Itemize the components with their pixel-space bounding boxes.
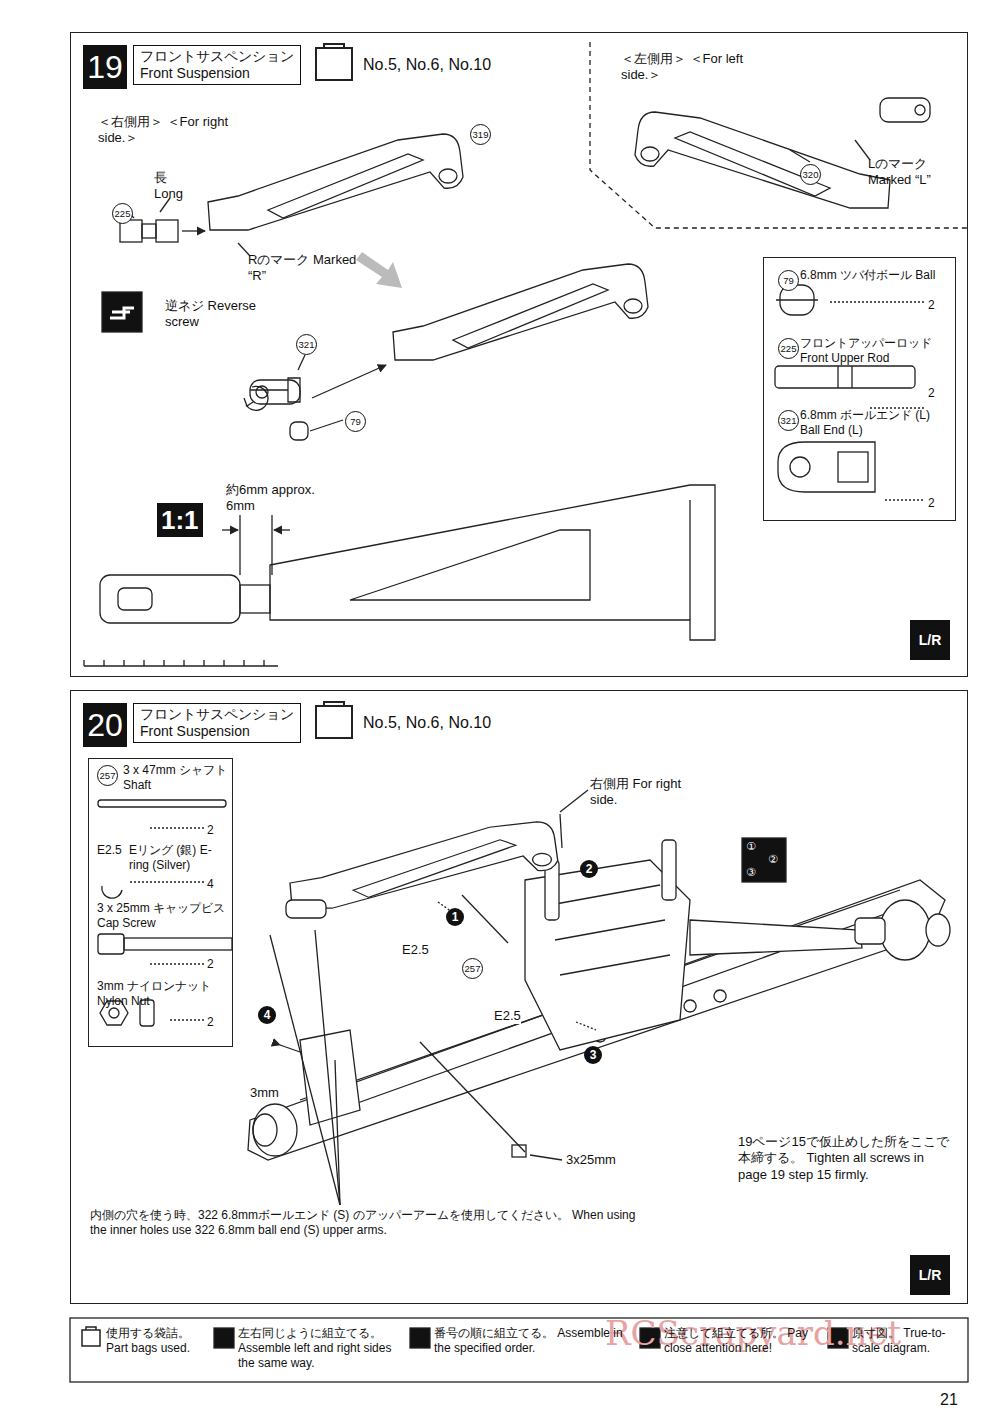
callout-number: 321 xyxy=(296,334,317,355)
part-qty: 2 xyxy=(207,1015,214,1030)
order-icon-number: ② xyxy=(768,853,778,867)
part-label: 3x25mm xyxy=(566,1152,616,1168)
part-number: 225 xyxy=(778,338,799,359)
legend-text: 原寸図。 True-to-scale diagram. xyxy=(852,1326,952,1356)
side-heading: ＜左側用＞ ＜For left side.＞ xyxy=(621,51,761,84)
step-number: 20 xyxy=(83,703,127,747)
parts-box: 2573 x 47mm シャフト Shaft2E2.5Eリング (銀) E-ri… xyxy=(88,758,233,1047)
lr-icon: L/R xyxy=(910,620,950,660)
legend-text: 左右同じように組立てる。 Assemble left and right sid… xyxy=(238,1326,403,1371)
part-qty: 4 xyxy=(207,877,214,892)
part-name: 3 x 47mm シャフト Shaft xyxy=(123,763,227,793)
left-side-region: ＜左側用＞ ＜For left side.＞ xyxy=(591,41,961,226)
step-heading: フロントサスペンション Front Suspension xyxy=(133,703,301,743)
order-icon-number: ③ xyxy=(746,866,756,880)
caution-note: 逆ネジ Reverse screw xyxy=(165,298,285,331)
part-qty: 2 xyxy=(207,957,214,972)
order-icon-number: ① xyxy=(746,840,756,854)
mark-note: Rのマーク Marked “R” xyxy=(248,252,368,285)
part-label: E2.5 xyxy=(402,942,429,958)
step-order: 1 xyxy=(446,908,464,926)
part-label: E2.5 xyxy=(494,1008,521,1024)
part-name: 6.8mm ボールエンド (L) Ball End (L) xyxy=(800,408,940,438)
assembly-note: 19ページ15で仮止めした所をここで本締する。 Tighten all scre… xyxy=(738,1134,953,1183)
part-label: 3mm xyxy=(250,1085,279,1101)
part-qty: 2 xyxy=(207,823,214,838)
callout-number: 79 xyxy=(345,411,366,432)
part-qty: 2 xyxy=(928,386,935,401)
part-name: 6.8mm ツバ付ボール Ball xyxy=(800,268,940,283)
part-qty: 2 xyxy=(928,496,935,511)
assembly-note: 内側の穴を使う時、322 6.8mmボールエンド (S) のアッパーアームを使用… xyxy=(90,1208,650,1238)
part-name: フロントアッパーロッド Front Upper Rod xyxy=(800,336,950,366)
callout-number: 257 xyxy=(462,958,483,979)
part-number: 257 xyxy=(97,765,118,786)
part-number: 79 xyxy=(778,270,799,291)
parts-box: 796.8mm ツバ付ボール Ball 2 225フロントアッパーロッド Front… xyxy=(763,257,956,521)
mark-note: Lのマーク Marked “L” xyxy=(868,156,960,189)
part-number: 321 xyxy=(778,410,799,431)
callout-number: 319 xyxy=(470,124,491,145)
step-heading: フロントサスペンション Front Suspension xyxy=(133,45,301,85)
part-number: E2.5 xyxy=(97,843,122,858)
legend-text: 番号の順に組立てる。 Assemble in the specified ord… xyxy=(434,1326,634,1356)
page-number: 21 xyxy=(940,1390,958,1410)
callout-number: 320 xyxy=(800,164,821,185)
part-name: Eリング (銀) E-ring (Silver) xyxy=(129,843,227,873)
dimension: 約6mm approx. 6mm xyxy=(226,482,326,515)
side-heading: 右側用 For right side. xyxy=(590,776,700,809)
lr-icon: L/R xyxy=(910,1255,950,1295)
legend-text: 使用する袋詰。 Part bags used. xyxy=(106,1326,206,1356)
legend-text: 注意して組立てる所。 Pay close attention here! xyxy=(664,1326,814,1356)
callout-number: 225 xyxy=(112,203,133,224)
part-note: 長 Long xyxy=(154,170,194,203)
part-name: 3mm ナイロンナット Nylon Nut xyxy=(97,979,227,1009)
part-qty: 2 xyxy=(928,298,935,313)
step-order: 3 xyxy=(584,1046,602,1064)
side-heading: ＜右側用＞ ＜For right side.＞ xyxy=(98,114,258,147)
step-order: 2 xyxy=(580,860,598,878)
bag-numbers: No.5, No.6, No.10 xyxy=(363,713,491,733)
bag-numbers: No.5, No.6, No.10 xyxy=(363,55,491,75)
step-number: 19 xyxy=(83,45,127,89)
part-name: 3 x 25mm キャップビス Cap Screw xyxy=(97,901,227,931)
scale-badge: 1:1 xyxy=(157,503,203,537)
step-order: 4 xyxy=(258,1006,276,1024)
